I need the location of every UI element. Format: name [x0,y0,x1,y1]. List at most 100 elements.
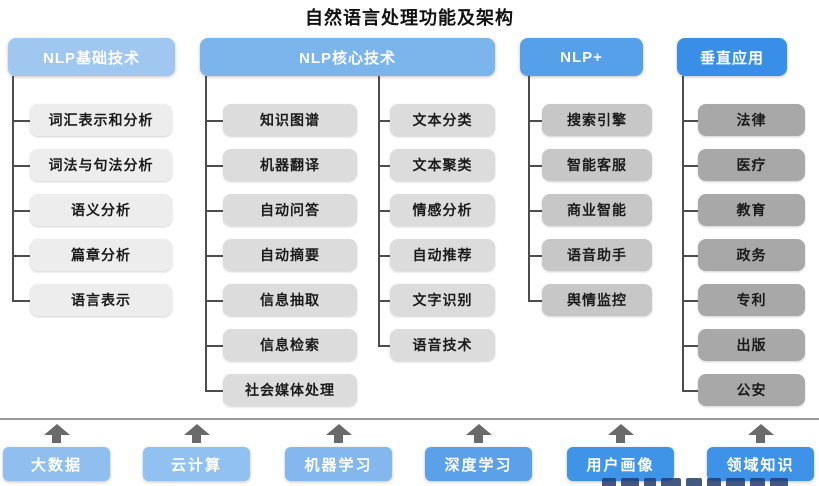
nlp-basic-connector-stub [12,210,30,212]
watermark-glyph [686,478,702,486]
foundation-item: 云计算 [143,447,250,481]
nlp-basic-connector-line [12,76,14,300]
nlp-basic-item: 词法与句法分析 [30,149,172,181]
up-arrow-head [183,424,210,435]
header-nlp-basic: NLP基础技术 [8,38,175,76]
up-arrow-icon [465,424,492,443]
nlp-plus-connector-stub [528,210,542,212]
nlp-plus-item: 搜索引擎 [542,104,652,136]
nlp-basic-connector-stub [12,255,30,257]
header-nlp-core: NLP核心技术 [200,38,495,76]
up-arrow-icon [325,424,352,443]
foundation-item: 用户画像 [567,447,674,481]
vertical-apps-connector-stub [682,300,698,302]
nlp-plus-connector-stub [528,255,542,257]
vertical-apps-connector-stub [682,210,698,212]
up-arrow-icon [747,424,774,443]
nlp-core-right-connector-stub [378,165,390,167]
nlp-core-right-item: 文字识别 [390,284,495,316]
nlp-basic-item: 语义分析 [30,194,172,226]
nlp-core-right-connector-stub [378,210,390,212]
watermark-glyph [621,478,639,486]
vertical-apps-connector-stub [682,255,698,257]
nlp-core-right-connector-stub [378,120,390,122]
vertical-apps-item: 医疗 [698,149,805,181]
nlp-core-right-item: 自动推荐 [390,239,495,271]
nlp-core-right-item: 情感分析 [390,194,495,226]
up-arrow-stem [192,435,201,443]
vertical-apps-item: 专利 [698,284,805,316]
nlp-core-right-item: 文本聚类 [390,149,495,181]
nlp-core-left-connector-stub [205,210,223,212]
watermark-glyph [770,478,788,486]
up-arrow-head [607,424,634,435]
up-arrow-stem [52,435,61,443]
up-arrow-head [747,424,774,435]
nlp-basic-item: 语言表示 [30,284,172,316]
watermark-fragments [602,478,817,486]
up-arrow-icon [607,424,634,443]
watermark-glyph [750,478,765,486]
up-arrow-stem [616,435,625,443]
header-nlp-plus: NLP+ [520,38,643,76]
up-arrow-head [43,424,70,435]
up-arrow-icon [183,424,210,443]
header-nlp-basic-label: NLP基础技术 [42,49,140,67]
header-nlp-plus-label: NLP+ [560,48,603,66]
foundation-separator-line [0,418,819,420]
nlp-plus-item: 智能客服 [542,149,652,181]
up-arrow-stem [334,435,343,443]
vertical-apps-connector-stub [682,390,698,392]
vertical-apps-item: 教育 [698,194,805,226]
vertical-apps-item: 法律 [698,104,805,136]
nlp-core-left-connector-stub [205,300,223,302]
watermark-glyph [644,478,656,486]
nlp-plus-item: 舆情监控 [542,284,652,316]
nlp-plus-connector-stub [528,300,542,302]
foundation-item: 机器学习 [285,447,392,481]
nlp-plus-connector-line [528,76,530,300]
nlp-core-left-connector-stub [205,165,223,167]
nlp-core-right-connector-stub [378,300,390,302]
nlp-core-left-connector-stub [205,345,223,347]
nlp-basic-item: 词汇表示和分析 [30,104,172,136]
watermark-glyph [707,478,721,486]
nlp-core-right-connector-stub [378,255,390,257]
header-vertical-apps-label: 垂直应用 [699,49,764,67]
nlp-plus-item: 语音助手 [542,239,652,271]
watermark-glyph [661,478,681,486]
nlp-core-left-item: 自动问答 [223,194,357,226]
nlp-core-left-connector-stub [205,120,223,122]
nlp-basic-item: 篇章分析 [30,239,172,271]
up-arrow-head [325,424,352,435]
up-arrow-stem [474,435,483,443]
foundation-item: 大数据 [3,447,110,481]
nlp-basic-connector-stub [12,120,30,122]
nlp-basic-connector-stub [12,300,30,302]
vertical-apps-connector-line [682,76,684,390]
nlp-core-right-item: 语音技术 [390,329,495,361]
vertical-apps-item: 出版 [698,329,805,361]
watermark-glyph [726,478,745,486]
nlp-plus-item: 商业智能 [542,194,652,226]
up-arrow-icon [43,424,70,443]
vertical-apps-connector-stub [682,165,698,167]
nlp-core-right-connector-stub [378,345,390,347]
header-vertical-apps: 垂直应用 [677,38,787,76]
nlp-core-left-item: 信息检索 [223,329,357,361]
nlp-core-left-item: 社会媒体处理 [223,374,357,406]
nlp-core-left-connector-stub [205,255,223,257]
vertical-apps-connector-stub [682,345,698,347]
vertical-apps-item: 政务 [698,239,805,271]
nlp-core-left-item: 知识图谱 [223,104,357,136]
nlp-core-left-item: 机器翻译 [223,149,357,181]
nlp-plus-connector-stub [528,165,542,167]
vertical-apps-connector-stub [682,120,698,122]
watermark-glyph [602,478,616,486]
up-arrow-head [465,424,492,435]
up-arrow-stem [756,435,765,443]
nlp-basic-connector-stub [12,165,30,167]
nlp-core-left-connector-stub [205,390,223,392]
page-title: 自然语言处理功能及架构 [305,8,514,28]
